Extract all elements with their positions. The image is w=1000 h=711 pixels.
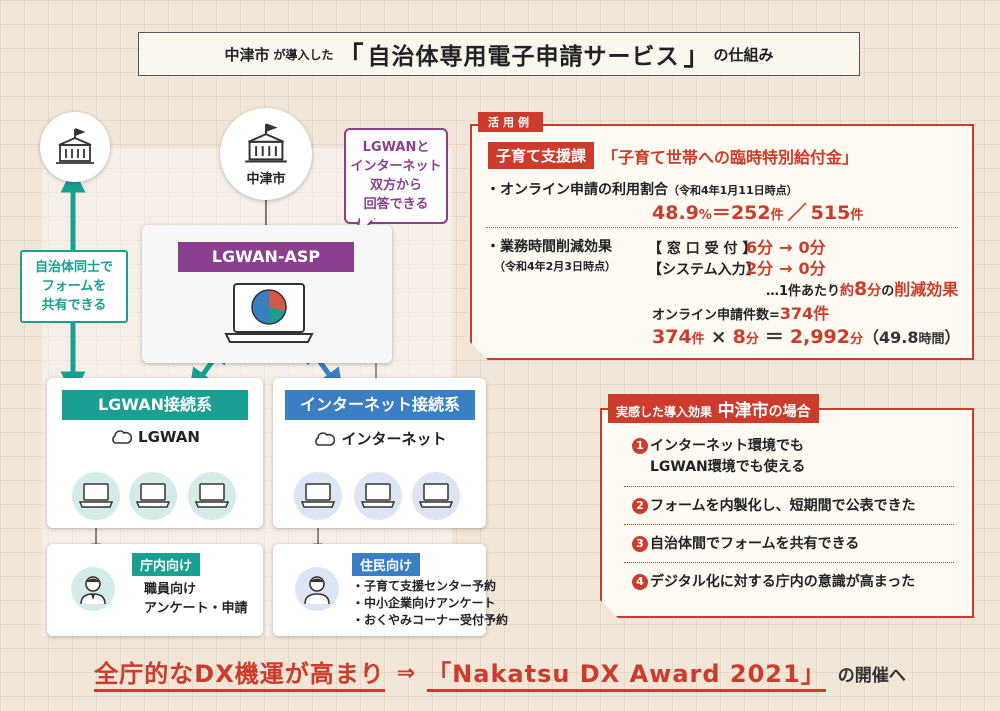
lgwan-network-label: LGWAN <box>62 428 248 446</box>
usage-line: ・オンライン申請の利用割合（令和4年1月11日時点） <box>486 182 798 198</box>
time-label: ・業務時間削減効果 <box>486 239 612 255</box>
footer-tail: の開催へ <box>837 665 906 686</box>
staff-items: 職員向け アンケート・申請 <box>144 582 248 616</box>
per-case-effect: …1件あたり約8分の削減効果 <box>766 278 959 300</box>
municipality-circle <box>40 112 110 182</box>
internet-terminal-1 <box>294 472 342 520</box>
online-count: オンライン申請件数=374件 <box>652 304 830 323</box>
dual-access-callout: LGWANと インターネット 双方から 回答できる <box>344 128 448 224</box>
dept-tag: 子育て支援課 <box>488 142 595 169</box>
effects-tag: 実感した導入効果 中津市の場合 <box>608 394 819 423</box>
staff-tag: 庁内向け <box>132 553 201 576</box>
resident-items: ・子育て支援センター予約 ・中小企業向けアンケート ・おくやみコーナー受付予約 <box>352 579 509 627</box>
internet-terminal-3 <box>412 472 460 520</box>
internet-network-label: インターネット <box>285 428 475 449</box>
lgwan-terminal-3 <box>188 472 236 520</box>
page-title: 中津市 が導入した 「 自治体専用電子申請サービス 」 の仕組み <box>138 32 860 76</box>
person-icon <box>295 567 339 611</box>
city-label: 中津市 <box>246 171 286 187</box>
cloud-icon <box>315 431 336 446</box>
time-row-system: 【システム入力】2分→0分 <box>648 259 826 278</box>
internet-terminal-2 <box>354 472 402 520</box>
government-building-icon <box>245 122 287 163</box>
usage-ratio: 48.9%＝252件／515件 <box>652 202 864 224</box>
effect-divider <box>624 524 954 525</box>
time-row-counter: 【 窓 口 受 付 】6分→0分 <box>648 238 826 257</box>
program-name: 「子育て世帯への臨時特別給付金」 <box>602 147 859 167</box>
effects-card <box>600 408 974 618</box>
time-calculation: 374件×8分＝2,992分（49.8時間） <box>652 326 961 348</box>
title-particle: が導入した <box>273 47 334 62</box>
case-divider <box>486 227 958 228</box>
effect-divider <box>624 562 954 563</box>
footer: 全庁的なDX機運が高まり ⇒ 「Nakatsu DX Award 2021」 の… <box>0 654 1000 692</box>
title-close-quote: 」 <box>683 41 710 72</box>
case-tag: 活用例 <box>478 112 543 132</box>
asp-bar: LGWAN-ASP <box>178 242 354 272</box>
time-date: （令和4年2月3日時点） <box>494 260 616 273</box>
footer-main: 全庁的なDX機運が高まり <box>94 654 385 692</box>
title-suffix: の仕組み <box>713 45 774 64</box>
case-header: 子育て支援課 「子育て世帯への臨時特別給付金」 <box>488 142 858 169</box>
effect-divider <box>624 486 954 487</box>
lgwan-bar: LGWAN接続系 <box>62 390 248 420</box>
title-open-quote: 「 <box>337 41 364 72</box>
government-building-icon <box>56 128 94 164</box>
city-circle: 中津市 <box>220 108 312 200</box>
cloud-icon <box>112 430 133 444</box>
arrow-icon: ⇒ <box>396 660 416 686</box>
internet-bar: インターネット接続系 <box>285 390 475 420</box>
pie-chart-icon <box>251 289 287 325</box>
person-icon <box>71 567 115 611</box>
title-city: 中津市 <box>224 45 270 64</box>
lgwan-terminal-1 <box>72 472 120 520</box>
footer-event: 「Nakatsu DX Award 2021」 <box>427 654 826 692</box>
title-service: 自治体専用電子申請サービス <box>367 44 680 70</box>
resident-tag: 住民向け <box>352 553 421 576</box>
lgwan-terminal-2 <box>129 472 177 520</box>
shared-form-callout: 自治体同士で フォームを 共有できる <box>20 250 128 323</box>
